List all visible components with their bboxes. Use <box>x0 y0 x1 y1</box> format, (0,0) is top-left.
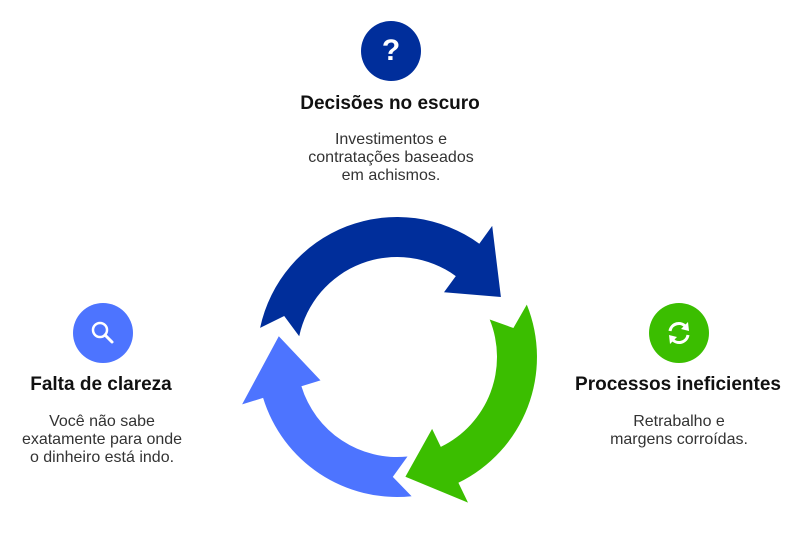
node-title-clarity: Falta de clareza <box>30 374 172 395</box>
cycle-arrow-decisions <box>260 216 501 337</box>
question-icon: ? <box>361 21 421 81</box>
node-desc-processes: Retrabalho e margens corroídas. <box>610 413 748 449</box>
node-title-decisions: Decisões no escuro <box>300 93 480 114</box>
desc-line: Retrabalho e <box>633 413 725 430</box>
desc-line: margens corroídas. <box>610 431 748 448</box>
desc-line: em achismos. <box>341 167 441 184</box>
search-icon <box>73 303 133 363</box>
node-desc-clarity: Você não sabe exatamente para onde o din… <box>22 413 182 467</box>
node-title-processes: Processos ineficientes <box>575 374 781 395</box>
desc-line: exatamente para onde <box>21 431 183 448</box>
sync-icon <box>649 303 709 363</box>
cycle-arrow-processes <box>405 304 537 503</box>
desc-line: Investimentos e <box>334 131 448 148</box>
desc-line: o dinheiro está indo. <box>29 449 175 466</box>
node-desc-decisions: Investimentos e contratações baseados em… <box>308 131 473 185</box>
desc-line: contratações baseados <box>308 149 474 166</box>
desc-line: Você não sabe <box>49 413 155 430</box>
cycle-arrow-clarity <box>242 336 412 497</box>
